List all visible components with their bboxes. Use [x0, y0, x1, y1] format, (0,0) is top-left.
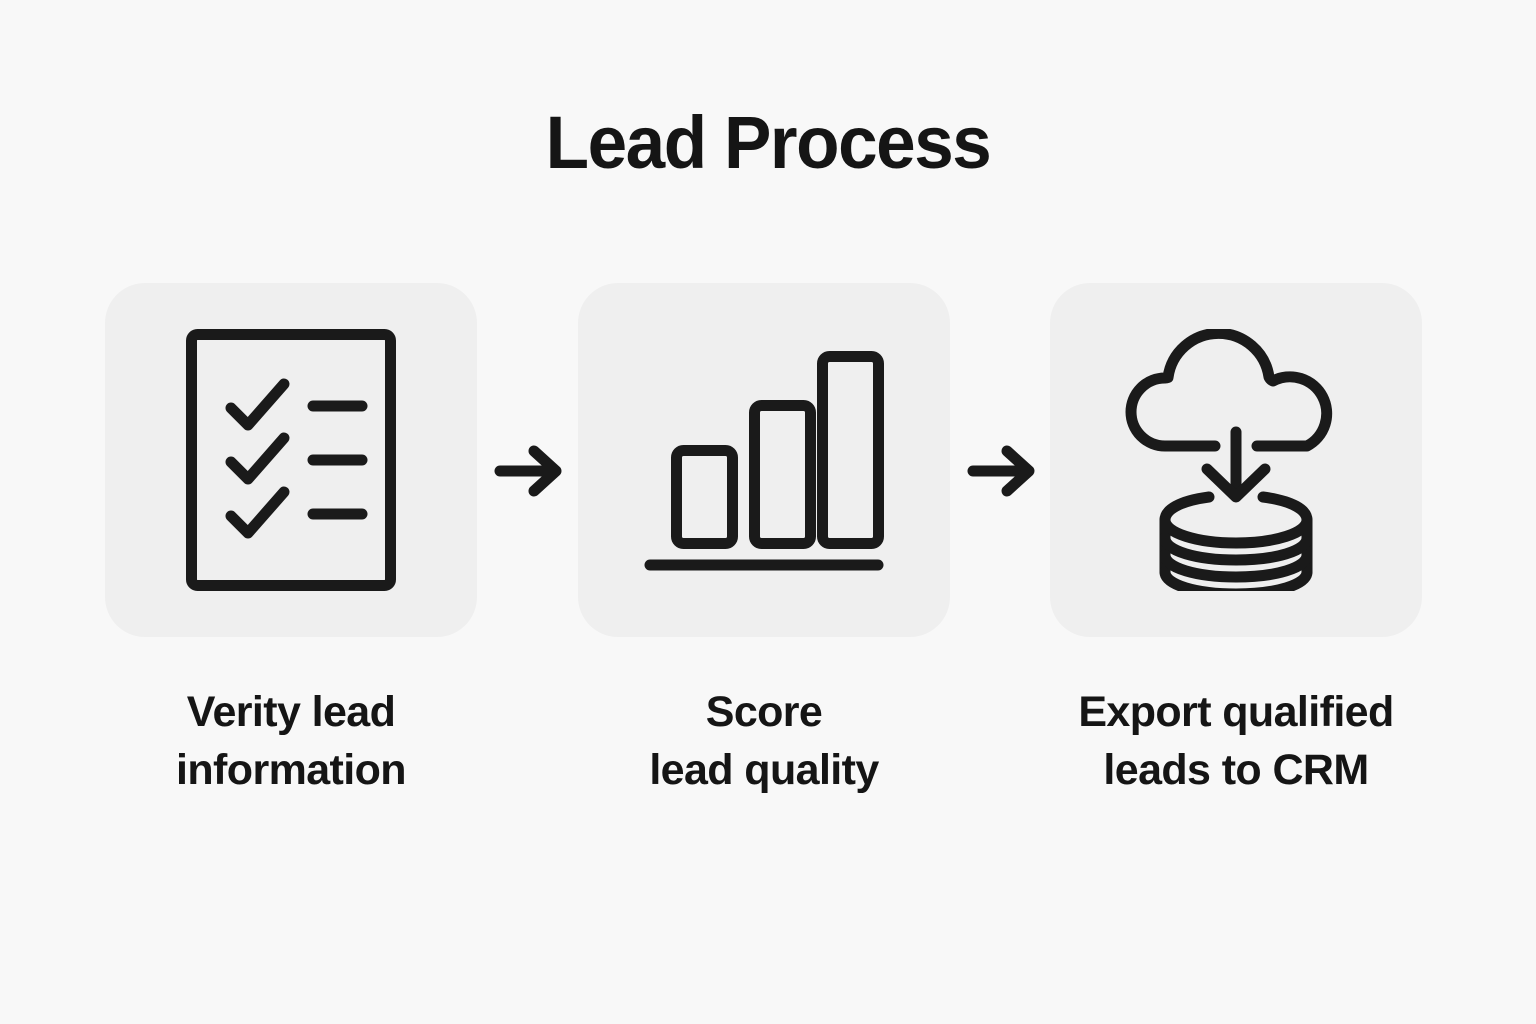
connector-arrow-2: [965, 440, 1043, 502]
step-1-icon-card: [105, 283, 477, 637]
process-steps: Verity lead information: [0, 283, 1536, 843]
connector-arrow-1: [492, 440, 570, 502]
step-1-caption: Verity lead information: [176, 688, 406, 795]
process-step-2: Score lead quality: [578, 283, 950, 799]
arrow-right-icon: [492, 440, 570, 502]
cloud-download-database-icon: [1123, 329, 1349, 591]
step-3-caption: Export qualified leads to CRM: [1078, 688, 1394, 795]
process-step-1: Verity lead information: [105, 283, 477, 799]
checklist-document-icon: [186, 329, 396, 591]
step-2-icon-card: [578, 283, 950, 637]
step-2-caption: Score lead quality: [649, 688, 879, 795]
process-step-3: Export qualified leads to CRM: [1050, 283, 1422, 799]
arrow-right-icon: [965, 440, 1043, 502]
bar-chart-icon: [644, 346, 884, 574]
step-3-icon-card: [1050, 283, 1422, 637]
page-title: Lead Process: [545, 101, 992, 184]
